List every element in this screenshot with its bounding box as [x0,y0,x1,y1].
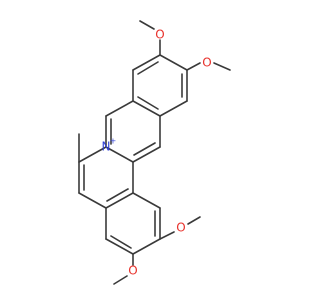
bond [105,192,134,209]
bond [105,100,134,117]
bond-double [137,61,159,75]
bond [186,62,201,71]
nitrogen-label: N [102,140,111,154]
bond-double [137,96,159,110]
bond [139,20,155,30]
ring-middle [105,100,161,163]
bond-double [110,235,132,249]
ring-n [78,146,134,209]
bond [187,216,201,225]
oxygen-label-top-left: O [155,28,164,42]
ring-bottom [105,192,161,255]
bond [159,231,175,240]
oxygen-label-bottom-right: O [176,221,185,235]
bond [159,100,188,117]
bond-double [133,142,156,156]
bond [132,100,161,117]
bond [132,54,161,71]
bond [105,238,134,255]
methoxy-bottom-right [159,216,201,240]
molecule-drawing: O O O O N + [78,20,231,285]
bond [132,238,161,255]
bond-double [106,188,129,202]
bond [159,54,188,71]
bond [78,146,107,163]
oxygen-label-top-right: O [202,56,211,70]
structure-canvas: O O O O N + [78,20,231,285]
bond [213,62,231,71]
positive-charge-label: + [110,137,117,146]
methoxy-bottom-left [113,253,134,285]
bond [105,146,134,163]
oxygen-label-bottom-left: O [128,264,137,278]
bond [132,146,161,163]
bond [132,192,161,209]
bond [78,192,107,209]
methoxy-top-left [139,20,161,56]
bond [113,275,128,285]
ring-top [132,54,188,117]
methoxy-top-right [186,62,231,71]
